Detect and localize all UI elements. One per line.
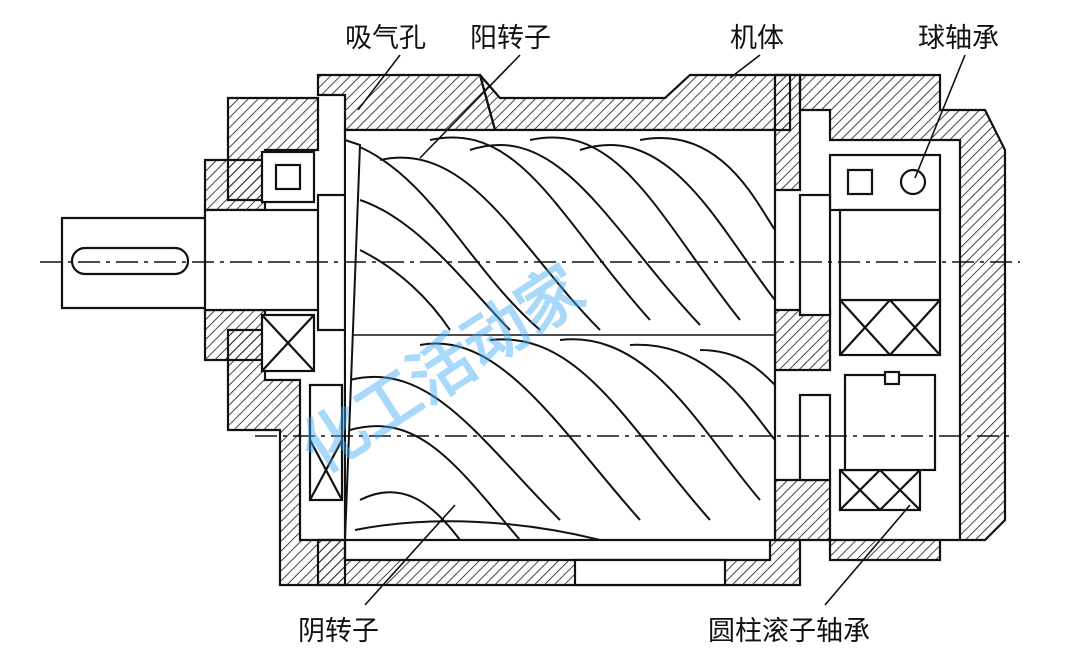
casing-section (203, 73, 1007, 587)
drive-shaft (60, 208, 327, 312)
label-ball-bearing: 球轴承 (918, 23, 999, 54)
right-bearings (798, 153, 942, 512)
rotor-chamber (343, 128, 777, 542)
centre-lines (40, 261, 1020, 437)
label-suction-port: 吸气孔 (345, 23, 426, 54)
shaft-keyway (70, 246, 190, 276)
label-female-rotor: 阴转子 (298, 616, 379, 647)
label-casing: 机体 (730, 23, 784, 54)
label-male-rotor: 阳转子 (470, 23, 551, 54)
label-roller-bearing: 圆柱滚子轴承 (708, 616, 870, 647)
female-rotor (349, 338, 775, 540)
male-rotor (354, 136, 775, 331)
leader-lines (357, 54, 966, 606)
